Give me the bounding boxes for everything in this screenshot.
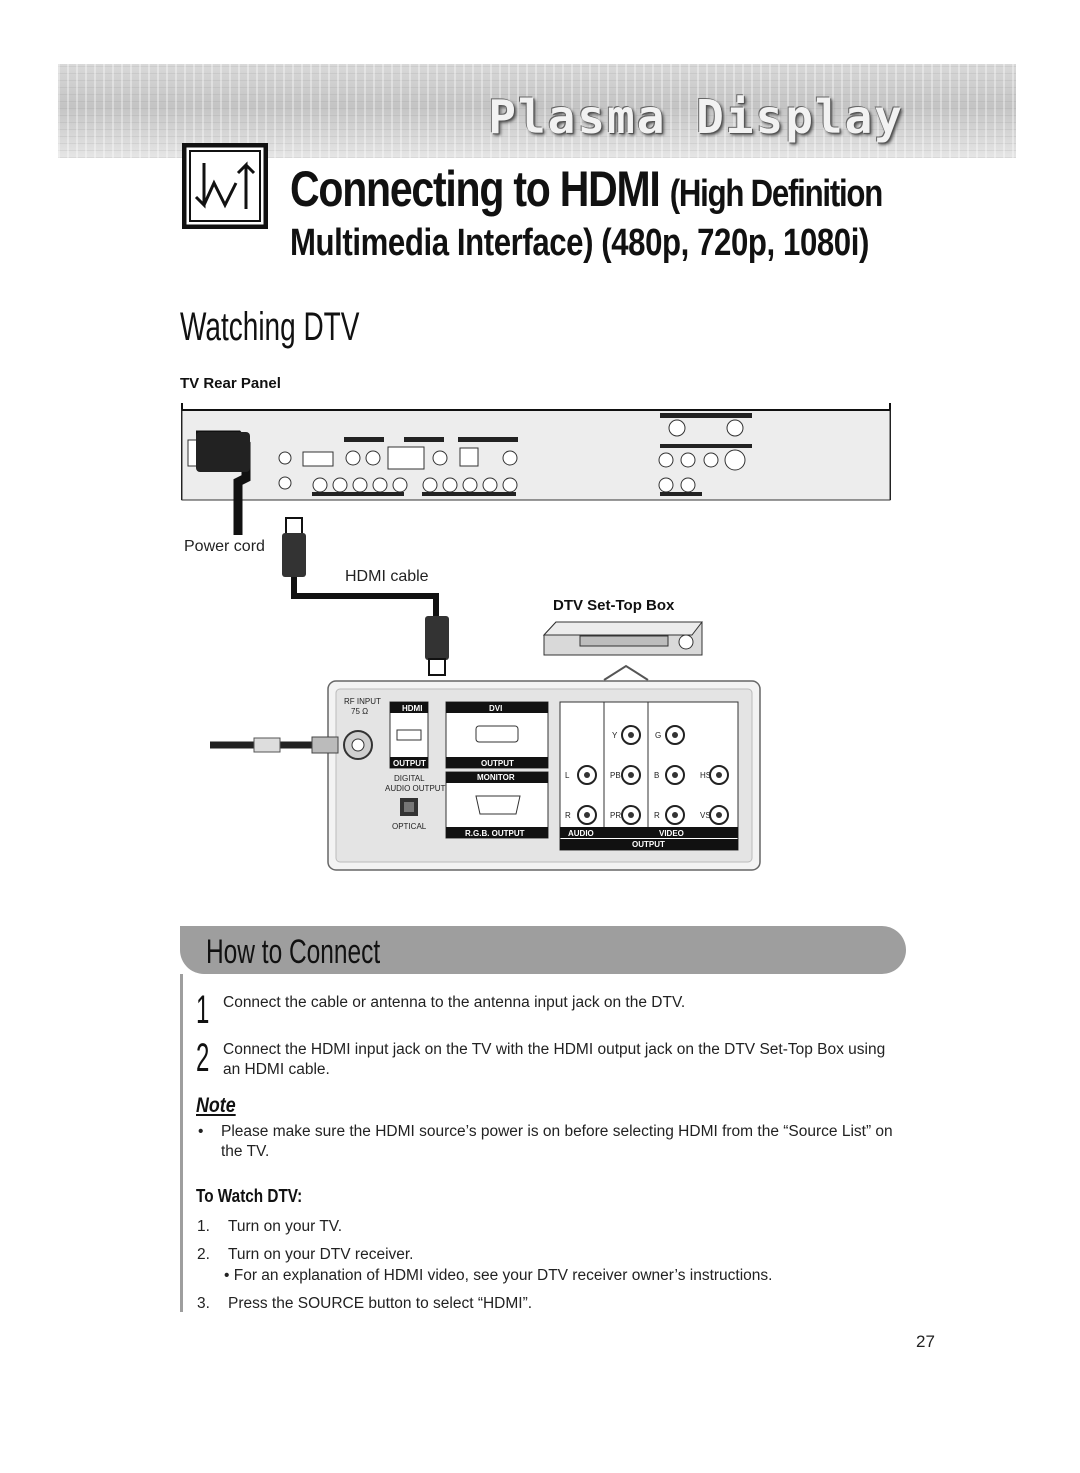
jack-y-label: Y bbox=[612, 731, 618, 740]
note-title: Note bbox=[196, 1094, 236, 1117]
dtv-set-top-box bbox=[542, 621, 704, 681]
optical-label: OPTICAL bbox=[392, 822, 427, 831]
jack-hs-label: HS bbox=[700, 771, 711, 780]
page-number: 27 bbox=[916, 1332, 935, 1351]
watch-item-2-text: Turn on your DTV receiver. bbox=[228, 1246, 414, 1263]
watch-item-3-text: Press the SOURCE button to select “HDMI”… bbox=[228, 1295, 533, 1312]
how-to-connect-title: How to Connect bbox=[206, 933, 381, 971]
video-output-label: OUTPUT bbox=[632, 840, 665, 849]
digital-label: DIGITAL bbox=[394, 774, 425, 783]
step-1-text: Connect the cable or antenna to the ante… bbox=[223, 994, 686, 1011]
hdmi-output-label: OUTPUT bbox=[393, 759, 426, 768]
brand-title: Plasma Display bbox=[488, 90, 904, 144]
rgb-output-label: R.G.B. OUTPUT bbox=[465, 829, 525, 838]
power-cord bbox=[196, 430, 251, 535]
jack-pb-label: PB bbox=[610, 771, 621, 780]
audio-output-label: AUDIO OUTPUT bbox=[385, 784, 446, 793]
step-2-text: Connect the HDMI input jack on the TV wi… bbox=[223, 1041, 886, 1078]
hdmi-port-label: HDMI bbox=[402, 704, 422, 713]
dtv-box-label: DTV Set-Top Box bbox=[553, 597, 675, 614]
audio-section-label: AUDIO bbox=[568, 829, 594, 838]
to-watch-title: To Watch DTV: bbox=[196, 1186, 303, 1206]
dvi-output-label: OUTPUT bbox=[481, 759, 514, 768]
step-2-number: 2 bbox=[196, 1036, 210, 1080]
dvi-port-label: DVI bbox=[489, 704, 502, 713]
page-title: Connecting to HDMI (High Definition bbox=[290, 160, 883, 218]
jack-r-audio-label: R bbox=[565, 811, 571, 820]
page-title-paren: (High Definition bbox=[669, 173, 883, 215]
rf-input-label: RF INPUT bbox=[344, 697, 381, 706]
tv-rear-panel-label: TV Rear Panel bbox=[180, 375, 281, 392]
how-to-connect-bar bbox=[180, 926, 906, 974]
page-title-line2: Multimedia Interface) (480p, 720p, 1080i… bbox=[290, 222, 869, 264]
connection-diagram: RF INPUT 75 Ω HDMI OUTPUT DVI OUTPUT DIG… bbox=[181, 403, 891, 871]
watch-item-1-text: Turn on your TV. bbox=[228, 1218, 343, 1235]
watch-item-2-subnote: • For an explanation of HDMI video, see … bbox=[224, 1267, 773, 1284]
jack-pr-label: PR bbox=[610, 811, 621, 820]
dtv-back-panel: RF INPUT 75 Ω HDMI OUTPUT DVI OUTPUT DIG… bbox=[210, 680, 761, 871]
section-left-rule bbox=[180, 974, 183, 1312]
jack-l-label: L bbox=[565, 771, 570, 780]
note-text: Please make sure the HDMI source’s power… bbox=[221, 1123, 893, 1160]
step-1-number: 1 bbox=[196, 988, 210, 1032]
watch-item-1-number: 1. bbox=[197, 1218, 210, 1235]
jack-b-label: B bbox=[654, 771, 659, 780]
watch-item-2-number: 2. bbox=[197, 1246, 210, 1263]
jack-vs-label: VS bbox=[700, 811, 711, 820]
jack-r-label: R bbox=[654, 811, 660, 820]
section-title: Watching DTV bbox=[180, 305, 360, 349]
power-cord-label: Power cord bbox=[184, 538, 265, 555]
header-banner: Plasma Display bbox=[58, 64, 1016, 158]
hdmi-cable-label: HDMI cable bbox=[345, 568, 429, 585]
rf-ohm-label: 75 Ω bbox=[351, 707, 368, 716]
hdmi-cable bbox=[282, 517, 449, 676]
jack-g-label: G bbox=[655, 731, 661, 740]
tv-rear-panel bbox=[181, 403, 891, 501]
banner-texture bbox=[58, 64, 1016, 158]
page-title-main: Connecting to HDMI bbox=[290, 161, 661, 217]
note-bullet-mark: • bbox=[198, 1123, 204, 1140]
monitor-label: MONITOR bbox=[477, 773, 515, 782]
video-section-label: VIDEO bbox=[659, 829, 684, 838]
connection-arrows-icon bbox=[182, 143, 268, 229]
watch-item-3-number: 3. bbox=[197, 1295, 210, 1312]
